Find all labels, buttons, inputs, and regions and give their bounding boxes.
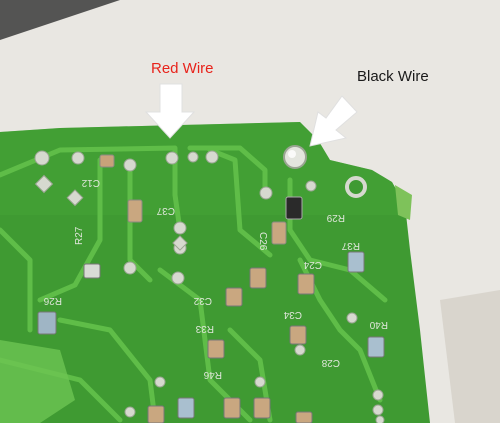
- label-c37: C37: [156, 205, 175, 216]
- label-r37: R37: [341, 240, 360, 251]
- label-r29: R29: [326, 212, 345, 223]
- label-r33: R33: [195, 323, 214, 334]
- label-c26: C26: [257, 232, 268, 251]
- label-r27: R27: [74, 226, 85, 245]
- silkscreen-labels: C12 C37 R27 C26 R29 R26 C24 R37 C32 C34 …: [43, 177, 388, 380]
- solder-highlight: [288, 150, 296, 158]
- label-c28: C28: [321, 357, 340, 368]
- copper-pour: [0, 340, 75, 423]
- board-edge-teeth: [395, 185, 412, 220]
- pads: [34, 150, 385, 423]
- black-wire-arrow: [309, 95, 358, 147]
- background-shadow: [440, 290, 500, 423]
- pcb-board: [0, 122, 430, 423]
- label-r40: R40: [369, 319, 388, 330]
- label-c12: C12: [81, 177, 100, 188]
- label-c24: C24: [303, 259, 322, 270]
- label-c32: C32: [193, 295, 212, 306]
- label-r46: R46: [203, 369, 222, 380]
- dark-object-top-left: [0, 0, 120, 40]
- solder-joint-black-wire: [283, 145, 307, 169]
- black-wire-label: Black Wire: [357, 68, 429, 85]
- smd-components: [37, 154, 385, 423]
- red-wire-arrow: [144, 83, 196, 139]
- label-r26: R26: [43, 295, 62, 306]
- label-c34: C34: [283, 309, 302, 320]
- red-wire-label: Red Wire: [151, 60, 214, 77]
